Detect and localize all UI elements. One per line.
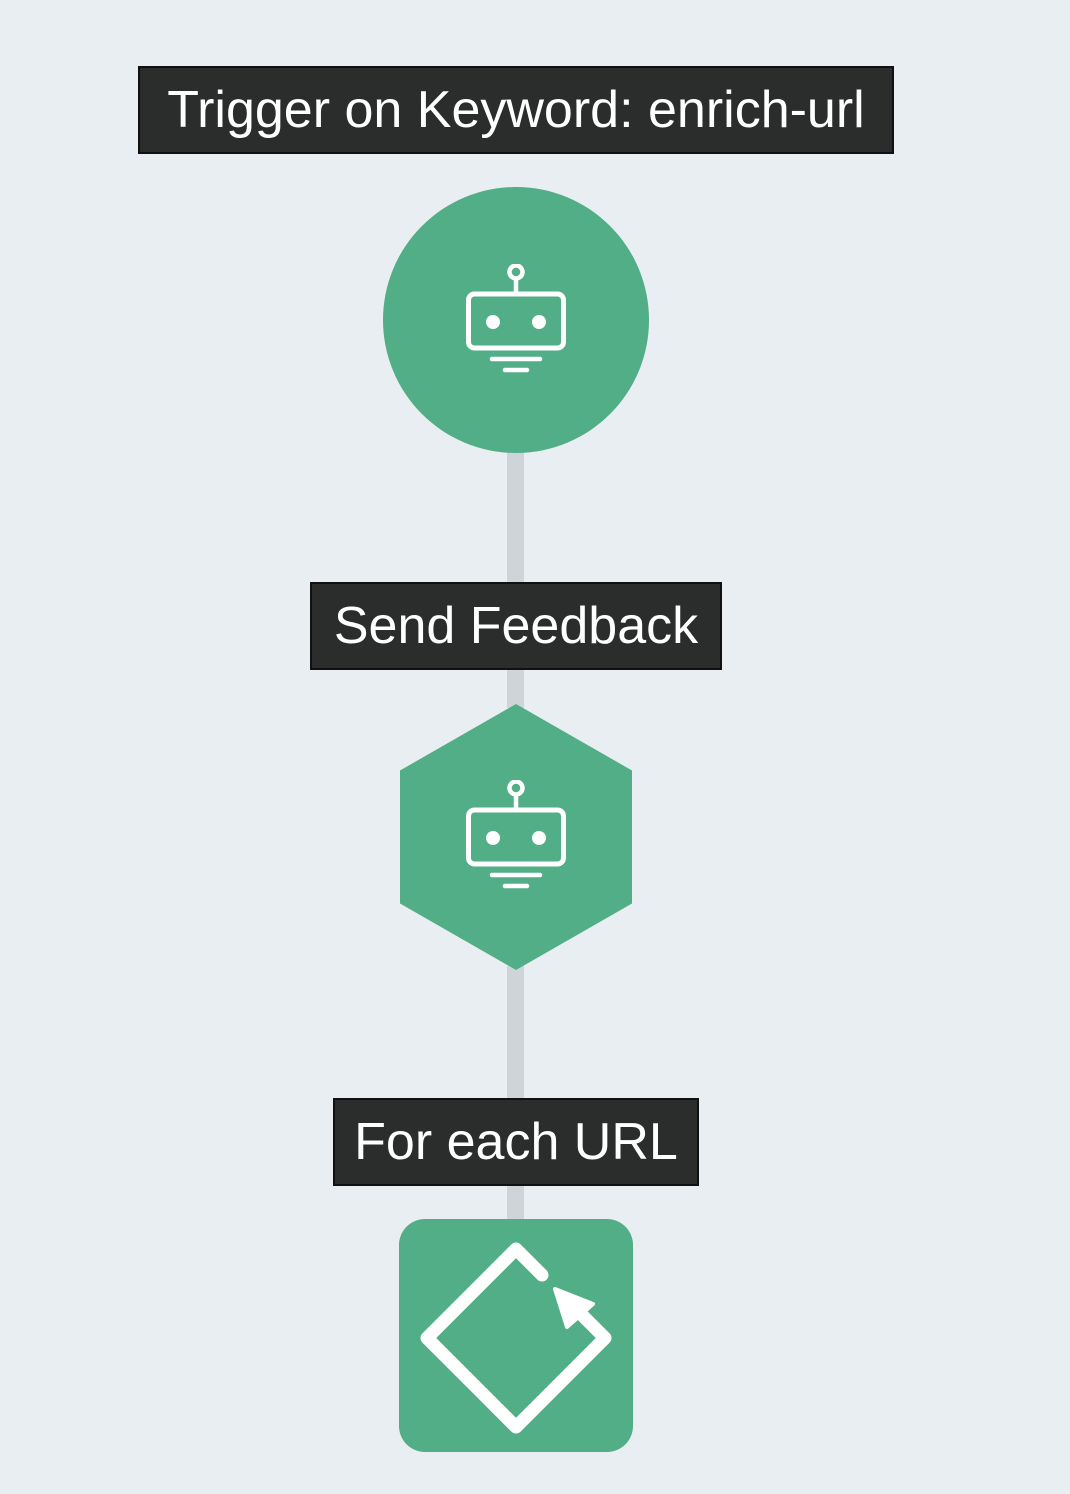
- node-label-trigger[interactable]: Trigger on Keyword: enrich-url: [138, 66, 894, 154]
- robot-icon: [466, 780, 566, 889]
- trigger-node[interactable]: [383, 187, 649, 453]
- robot-icon: [466, 264, 566, 373]
- node-label-send-feedback[interactable]: Send Feedback: [310, 582, 722, 670]
- for-each-url-node[interactable]: [399, 1219, 633, 1452]
- loop-icon: [420, 1242, 612, 1434]
- node-label-for-each-url[interactable]: For each URL: [333, 1098, 699, 1186]
- send-feedback-node[interactable]: [400, 704, 632, 970]
